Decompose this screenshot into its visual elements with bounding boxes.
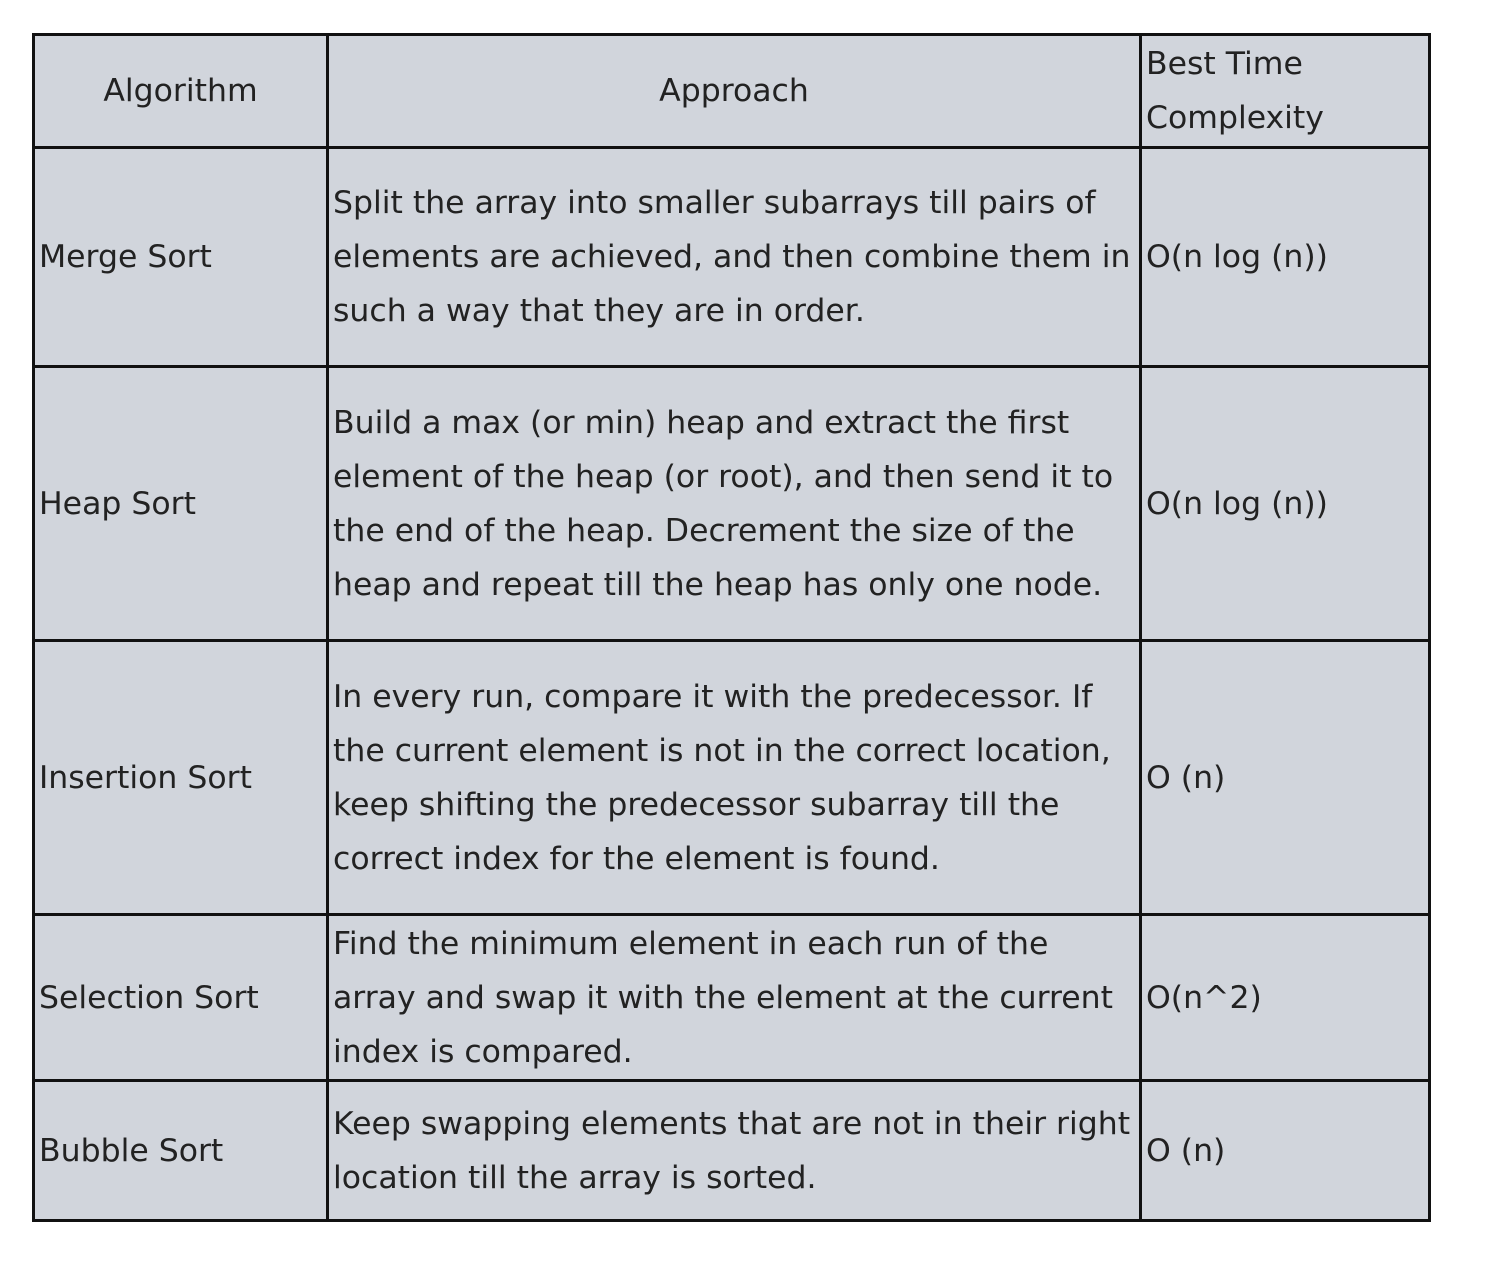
approach-cell: In every run, compare it with the predec… bbox=[326, 639, 1142, 916]
approach-cell: Keep swapping elements that are not in t… bbox=[326, 1079, 1142, 1222]
complexity-cell: O(n log (n)) bbox=[1139, 365, 1431, 642]
header-row: Algorithm Approach Best Time Complexity bbox=[32, 33, 1431, 149]
algorithm-cell: Bubble Sort bbox=[32, 1079, 329, 1222]
algorithm-cell: Selection Sort bbox=[32, 913, 329, 1082]
header-approach: Approach bbox=[326, 33, 1142, 149]
approach-cell: Build a max (or min) heap and extract th… bbox=[326, 365, 1142, 642]
complexity-cell: O(n log (n)) bbox=[1139, 146, 1431, 368]
table-row: Selection Sort Find the minimum element … bbox=[32, 913, 1431, 1082]
header-best-time-complexity: Best Time Complexity bbox=[1139, 33, 1431, 149]
table-row: Insertion Sort In every run, compare it … bbox=[32, 639, 1431, 916]
algorithm-cell: Merge Sort bbox=[32, 146, 329, 368]
approach-cell: Split the array into smaller subarrays t… bbox=[326, 146, 1142, 368]
approach-cell: Find the minimum element in each run of … bbox=[326, 913, 1142, 1082]
sorting-algorithms-table: Algorithm Approach Best Time Complexity … bbox=[32, 33, 1431, 1222]
complexity-cell: O(n^2) bbox=[1139, 913, 1431, 1082]
table-row: Heap Sort Build a max (or min) heap and … bbox=[32, 365, 1431, 642]
header-algorithm: Algorithm bbox=[32, 33, 329, 149]
algorithm-cell: Heap Sort bbox=[32, 365, 329, 642]
complexity-cell: O (n) bbox=[1139, 1079, 1431, 1222]
complexity-cell: O (n) bbox=[1139, 639, 1431, 916]
table-row: Merge Sort Split the array into smaller … bbox=[32, 146, 1431, 368]
table-row: Bubble Sort Keep swapping elements that … bbox=[32, 1079, 1431, 1222]
algorithm-cell: Insertion Sort bbox=[32, 639, 329, 916]
